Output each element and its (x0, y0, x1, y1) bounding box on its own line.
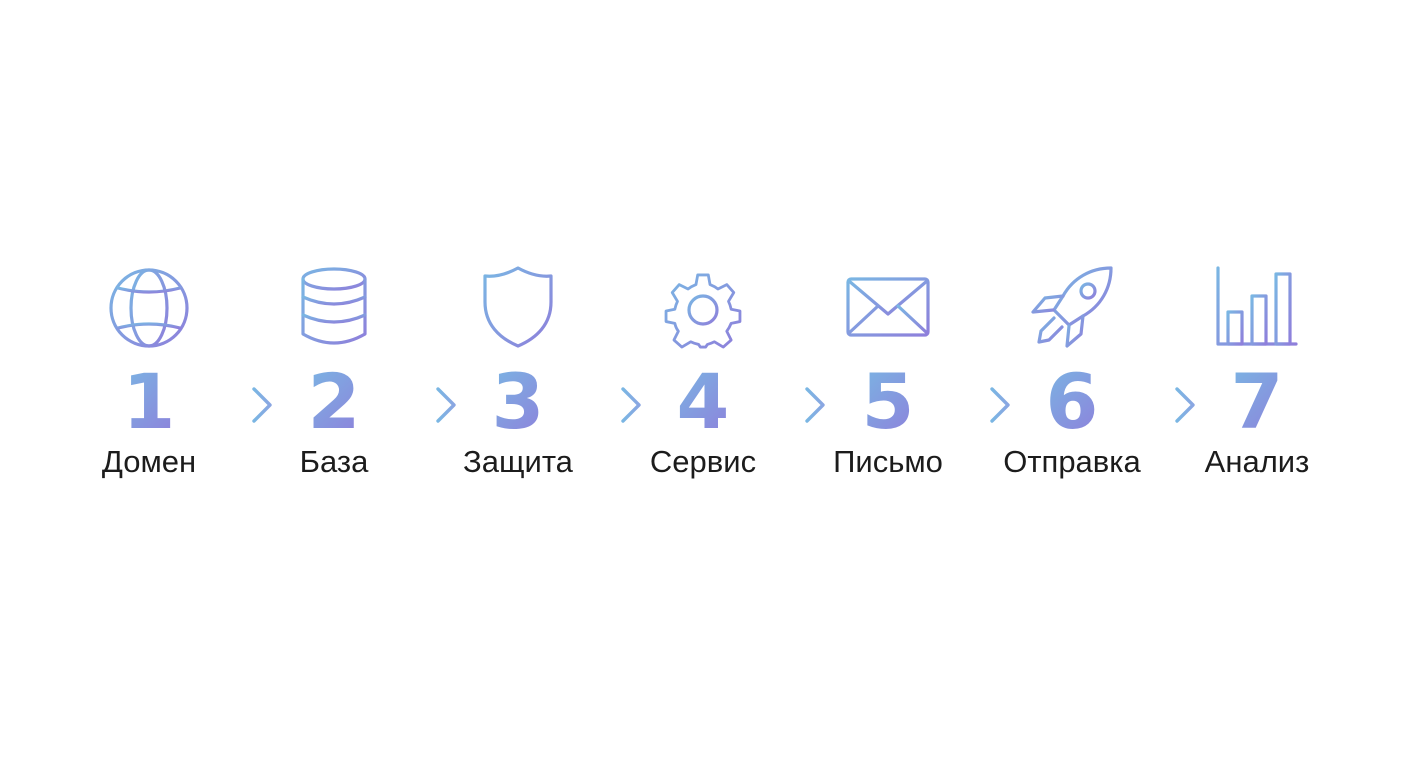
step-label: Отправка (1003, 444, 1141, 479)
step-label: Сервис (649, 444, 757, 479)
step-label: Защита (463, 444, 573, 479)
step-7: 7 Анализ (1172, 262, 1342, 480)
shield-icon (483, 266, 553, 348)
step-4: 4 Сервис (618, 262, 788, 480)
arrow-right-icon (579, 387, 641, 423)
step-number: 2 (307, 357, 361, 446)
step-number: 7 (1230, 357, 1284, 446)
gear-icon (664, 273, 742, 349)
step-3: 3 Защита (433, 262, 603, 480)
arrow-right-icon (394, 387, 456, 423)
step-number: 5 (861, 357, 915, 446)
envelope-icon (846, 277, 930, 337)
step-number: 4 (676, 357, 730, 446)
step-1: 1 Домен (64, 262, 234, 480)
step-6: 6 Отправка (987, 262, 1157, 480)
database-icon (301, 267, 367, 345)
globe-icon (109, 268, 189, 348)
rocket-icon (1031, 266, 1113, 348)
step-2: 2 База (249, 262, 419, 480)
bar-chart-icon (1216, 266, 1298, 346)
step-label: База (299, 444, 369, 479)
arrow-right-icon (948, 387, 1010, 423)
step-label: Анализ (1204, 444, 1310, 479)
step-5: 5 Письмо (803, 262, 973, 480)
arrow-right-icon (210, 387, 272, 423)
arrow-right-icon (1133, 387, 1195, 423)
arrow-right-icon (763, 387, 825, 423)
step-number: 3 (491, 357, 545, 446)
step-label: Письмо (833, 444, 943, 479)
step-label: Домен (101, 444, 197, 479)
step-number: 6 (1045, 357, 1099, 446)
step-number: 1 (122, 357, 176, 446)
